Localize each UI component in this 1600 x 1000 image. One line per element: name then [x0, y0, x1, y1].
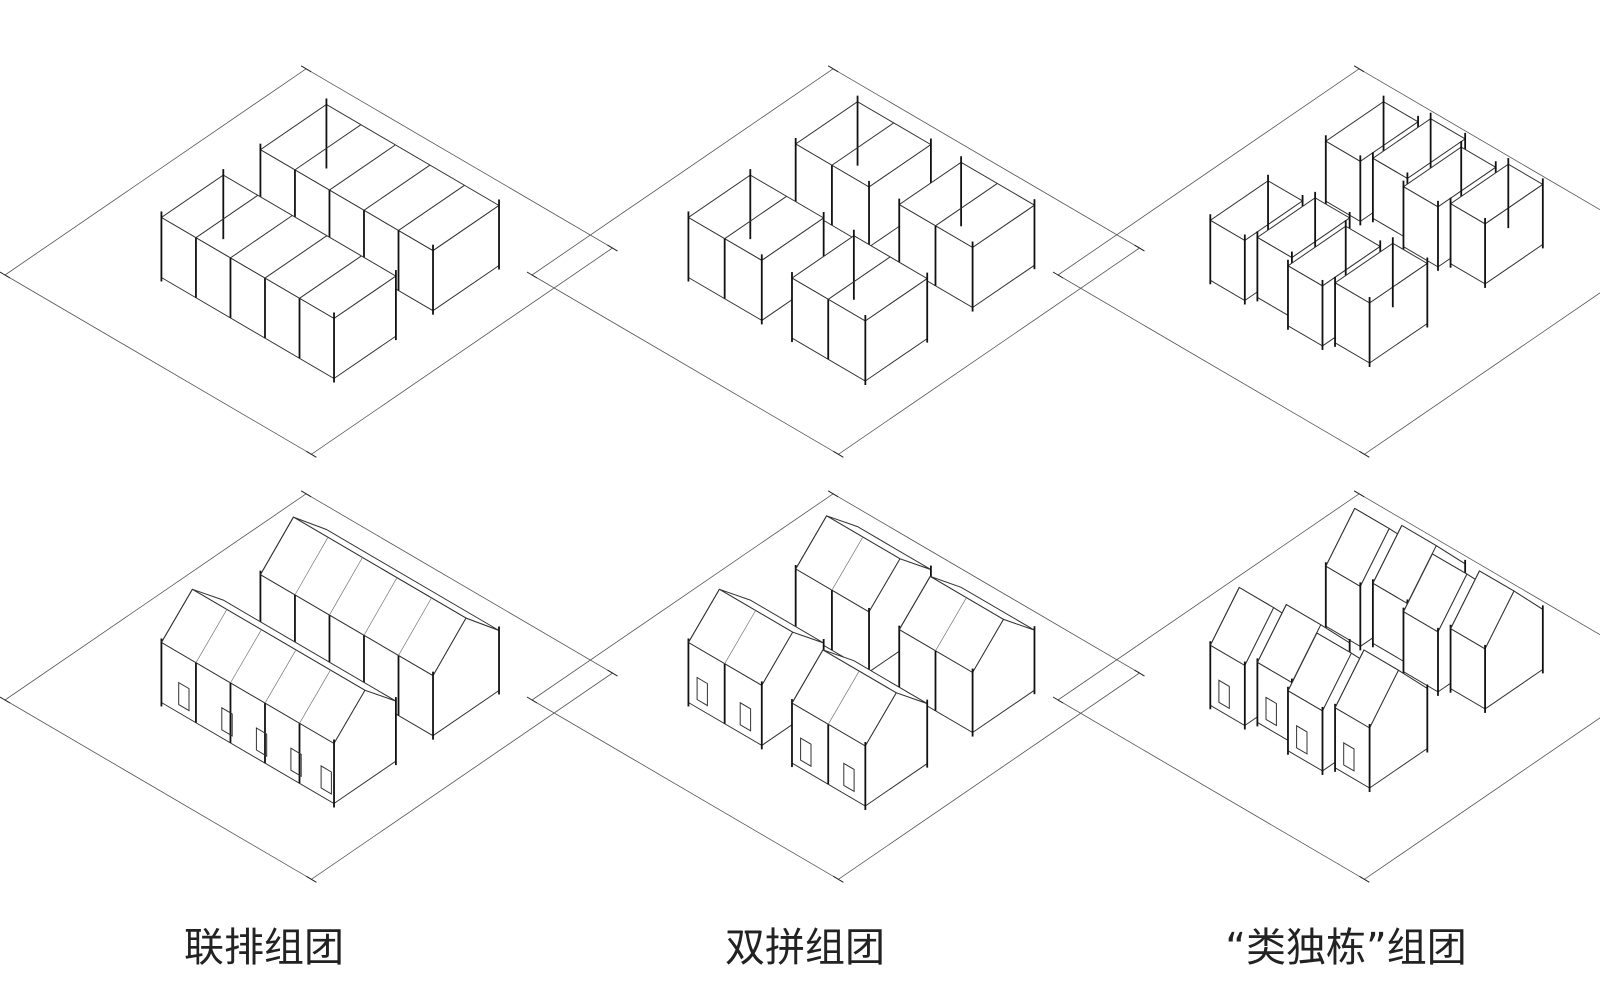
- gable-rake: [1256, 604, 1287, 663]
- window-icon: [255, 727, 268, 757]
- site-corner-tick: [0, 696, 11, 704]
- party-wall-top: [398, 184, 465, 231]
- site-corner-tick: [1359, 450, 1370, 458]
- party-wall-top: [299, 255, 362, 299]
- roof-division-line: [264, 649, 297, 704]
- party-wall-top: [294, 124, 362, 171]
- diagram-panel: [0, 490, 618, 883]
- site-corner-tick: [607, 669, 618, 677]
- site-corner-tick: [1359, 875, 1370, 883]
- party-wall-top: [827, 256, 891, 300]
- gable-rake: [687, 589, 720, 643]
- gable-rake: [1209, 587, 1240, 646]
- roof-division-line: [398, 597, 432, 656]
- window-icon: [1343, 742, 1355, 772]
- window-icon: [1218, 679, 1230, 710]
- party-wall-top: [935, 183, 998, 227]
- site-corner-tick: [1052, 696, 1064, 704]
- window-icon: [739, 701, 752, 732]
- site-plot-outline: [1057, 68, 1600, 455]
- party-wall-top: [831, 122, 895, 166]
- site-corner-tick: [827, 490, 839, 498]
- party-wall-top: [230, 215, 293, 259]
- window-icon: [320, 765, 332, 795]
- window-icon: [843, 762, 855, 793]
- roof-division-line: [831, 536, 864, 591]
- window-icon: [290, 747, 302, 778]
- window-icon: [800, 737, 812, 768]
- site-corner-tick: [300, 490, 312, 498]
- site-corner-tick: [833, 875, 844, 883]
- roof-division-line: [827, 670, 860, 725]
- window-icon: [696, 676, 708, 707]
- gable-rake: [259, 516, 294, 575]
- party-wall-top: [329, 144, 396, 191]
- site-corner-tick: [0, 271, 11, 279]
- roof-division-line: [195, 609, 228, 663]
- window-icon: [1296, 724, 1308, 755]
- diagram-panel: [1052, 65, 1600, 458]
- site-corner-tick: [1353, 490, 1365, 498]
- site-corner-tick: [1134, 669, 1145, 677]
- site-corner-tick: [526, 696, 538, 704]
- site-corner-tick: [1052, 271, 1064, 279]
- site-corner-tick: [1353, 65, 1365, 73]
- site-corner-tick: [306, 875, 317, 883]
- diagram-panel: [526, 65, 1145, 458]
- site-corner-tick: [607, 244, 618, 252]
- party-wall-top: [724, 195, 787, 240]
- gable-rake: [1403, 553, 1433, 612]
- roof-division-line: [294, 537, 329, 596]
- roof-division-line: [363, 577, 398, 636]
- gable-rake: [1450, 570, 1480, 629]
- gable-rake: [1325, 508, 1356, 567]
- gable-rake: [1372, 525, 1403, 584]
- window-icon: [1265, 696, 1277, 727]
- site-corner-tick: [827, 65, 839, 73]
- party-wall-top: [264, 235, 328, 279]
- window-icon: [221, 706, 233, 737]
- cluster-label-semi-detached: 双拼组团: [725, 925, 885, 971]
- roof-division-line: [299, 669, 331, 724]
- roof-division-line: [329, 557, 363, 616]
- party-wall-top: [195, 194, 259, 239]
- window-icon: [178, 681, 190, 712]
- party-wall-top: [363, 164, 431, 211]
- cluster-label-quasi-detached: “类独栋”组团: [1225, 925, 1467, 971]
- site-corner-tick: [1134, 244, 1145, 252]
- site-plot-outline: [1057, 493, 1600, 880]
- cluster-label-row-townhouse: 联排组团: [184, 925, 344, 971]
- site-corner-tick: [300, 65, 312, 73]
- site-corner-tick: [526, 271, 538, 279]
- roof-division-line: [724, 610, 756, 664]
- roof-division-line: [935, 597, 967, 652]
- gable-rake: [898, 576, 931, 630]
- gable-rake: [160, 589, 193, 643]
- gable-rake: [1334, 649, 1365, 709]
- diagram-panel: [526, 490, 1145, 883]
- gable-rake: [791, 649, 824, 704]
- site-corner-tick: [833, 450, 844, 458]
- gable-rake: [795, 515, 828, 570]
- gable-rake: [1287, 632, 1318, 691]
- diagram-panel: [1052, 490, 1600, 883]
- roof-division-line: [230, 629, 262, 684]
- diagram-panel: [0, 65, 618, 458]
- site-corner-tick: [306, 450, 317, 458]
